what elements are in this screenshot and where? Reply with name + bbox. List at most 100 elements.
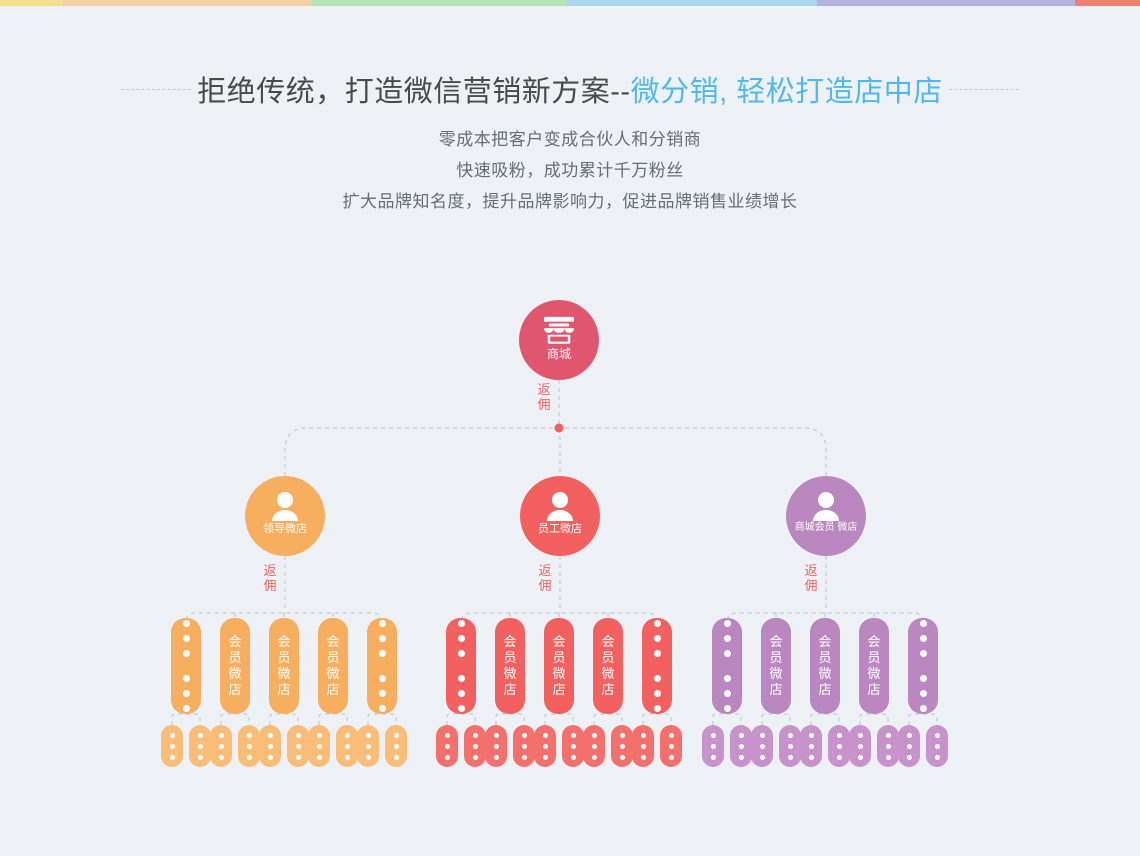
- dot: [295, 743, 301, 749]
- dot: [344, 743, 350, 749]
- node-leader-store[interactable]: 领导微店: [245, 476, 325, 556]
- node-leader-store-label: 领导微店: [263, 523, 307, 535]
- mini-pill-staff-7[interactable]: [611, 725, 633, 767]
- mini-pill-member-6[interactable]: [849, 725, 871, 767]
- dot-cluster: [808, 730, 814, 763]
- mini-pill-member-7[interactable]: [877, 725, 899, 767]
- top-bar-band-yellow: [0, 0, 62, 6]
- mini-pill-staff-4[interactable]: [534, 725, 556, 767]
- pill-label-char: 员: [277, 650, 291, 666]
- pill-label-char: 微: [818, 666, 832, 681]
- pill-label: 会员微店: [228, 634, 241, 697]
- mini-pill-staff-3[interactable]: [513, 725, 535, 767]
- dot: [444, 754, 450, 760]
- pill-member-0[interactable]: [712, 618, 742, 714]
- node-staff-store[interactable]: 员工微店: [520, 476, 600, 556]
- dot: [591, 754, 597, 760]
- dot: [295, 732, 301, 738]
- mini-pill-staff-1[interactable]: [464, 725, 486, 767]
- rebate-char: 返: [804, 563, 818, 578]
- dot: [653, 635, 661, 642]
- dot: [182, 675, 190, 682]
- pill-label: 会员微店: [769, 634, 782, 697]
- dot-cluster: [668, 730, 674, 763]
- dot-cluster: [619, 730, 625, 763]
- mini-pill-leader-7[interactable]: [336, 725, 358, 767]
- mini-pill-leader-5[interactable]: [287, 725, 309, 767]
- dot-cluster: [759, 730, 765, 763]
- dot: [738, 754, 744, 760]
- mini-pill-staff-5[interactable]: [562, 725, 584, 767]
- dot: [457, 690, 465, 697]
- mini-pill-leader-0[interactable]: [161, 725, 183, 767]
- node-staff-store-label: 员工微店: [538, 523, 582, 535]
- pill-staff-3[interactable]: 会员微店: [593, 618, 623, 714]
- dot: [169, 754, 175, 760]
- pill-staff-1[interactable]: 会员微店: [495, 618, 525, 714]
- rebate-label-leader: 返佣: [261, 563, 279, 594]
- page-title-main: 拒绝传统，打造微信营销新方案--: [197, 76, 631, 108]
- pill-leader-0[interactable]: [171, 618, 201, 714]
- rebate-label-root: 返佣: [535, 382, 553, 413]
- mini-pill-leader-6[interactable]: [308, 725, 330, 767]
- pill-leader-4[interactable]: [367, 618, 397, 714]
- subtitle-line-2: 快速吸粉，成功累计千万粉丝: [456, 161, 684, 180]
- wire-mini-bus-staff-3: [593, 713, 623, 725]
- node-member-store[interactable]: 商城会员 微店: [786, 476, 866, 556]
- dot: [521, 754, 527, 760]
- mini-pill-leader-1[interactable]: [189, 725, 211, 767]
- mini-pill-staff-6[interactable]: [583, 725, 605, 767]
- mini-pill-leader-3[interactable]: [238, 725, 260, 767]
- dot: [787, 743, 793, 749]
- pill-member-1[interactable]: 会员微店: [761, 618, 791, 714]
- pill-member-2[interactable]: 会员微店: [810, 618, 840, 714]
- mini-pill-leader-8[interactable]: [357, 725, 379, 767]
- mini-pill-leader-2[interactable]: [210, 725, 232, 767]
- mini-pill-member-3[interactable]: [779, 725, 801, 767]
- pill-member-3[interactable]: 会员微店: [859, 618, 889, 714]
- dot: [378, 635, 386, 642]
- mini-pill-staff-9[interactable]: [660, 725, 682, 767]
- dot: [316, 732, 322, 738]
- node-member-store-label: 商城会员 微店: [795, 522, 858, 534]
- dot: [457, 650, 465, 657]
- dot: [723, 620, 731, 627]
- rebate-label-staff: 返佣: [536, 563, 554, 594]
- mini-pill-staff-2[interactable]: [485, 725, 507, 767]
- mini-pill-member-0[interactable]: [702, 725, 724, 767]
- mini-pill-member-5[interactable]: [828, 725, 850, 767]
- dot: [934, 754, 940, 760]
- pill-leader-3[interactable]: 会员微店: [318, 618, 348, 714]
- dot: [444, 743, 450, 749]
- rebate-char: 佣: [263, 577, 277, 593]
- pill-label-char: 员: [867, 650, 881, 666]
- mini-pill-leader-4[interactable]: [259, 725, 281, 767]
- pill-staff-2[interactable]: 会员微店: [544, 618, 574, 714]
- mini-pill-member-4[interactable]: [800, 725, 822, 767]
- dot: [457, 620, 465, 627]
- dot: [182, 705, 190, 712]
- pill-leader-2[interactable]: 会员微店: [269, 618, 299, 714]
- mini-pill-member-9[interactable]: [926, 725, 948, 767]
- mini-pill-leader-9[interactable]: [385, 725, 407, 767]
- pill-staff-4[interactable]: [642, 618, 672, 714]
- dot-cluster: [885, 730, 891, 763]
- pill-member-4[interactable]: [908, 618, 938, 714]
- mini-pill-member-8[interactable]: [898, 725, 920, 767]
- dot: [723, 690, 731, 697]
- pill-label-char: 微: [601, 666, 615, 681]
- mini-pill-member-2[interactable]: [751, 725, 773, 767]
- pill-label-char: 店: [326, 681, 340, 697]
- pill-label: 会员微店: [601, 634, 614, 697]
- wire-mini-bus-member-3: [859, 713, 889, 725]
- pill-label-char: 员: [769, 650, 783, 666]
- mini-pill-staff-0[interactable]: [436, 725, 458, 767]
- pill-staff-0[interactable]: [446, 618, 476, 714]
- mini-pill-staff-8[interactable]: [632, 725, 654, 767]
- mini-pill-member-1[interactable]: [730, 725, 752, 767]
- pill-label-char: 员: [228, 650, 242, 666]
- pill-leader-1[interactable]: 会员微店: [220, 618, 250, 714]
- dot: [668, 732, 674, 738]
- pill-label-char: 微: [867, 666, 881, 681]
- node-mall[interactable]: 商城: [519, 300, 599, 380]
